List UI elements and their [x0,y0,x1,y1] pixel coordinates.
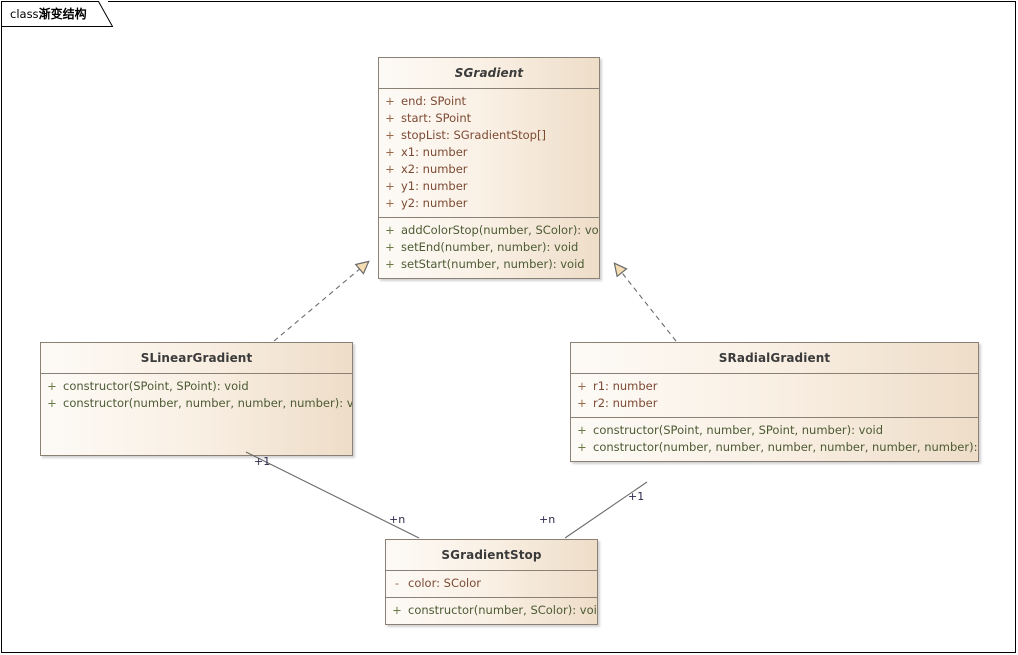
attribute-row: + y1: number [379,178,599,195]
attributes-compartment-sgradient: + end: SPoint + start: SPoint + stopList… [379,89,599,217]
attribute-row: - color: SColor [386,575,597,592]
attribute-text: y2: number [401,196,468,210]
method-text: constructor(number, number, number, numb… [63,396,353,410]
visibility-marker: + [385,128,395,142]
attribute-row: + x2: number [379,161,599,178]
edge-label-linear-many: +n [389,513,406,526]
visibility-marker: + [577,440,587,454]
visibility-marker: + [385,257,395,271]
methods-compartment-sradialgradient: + constructor(SPoint, number, SPoint, nu… [571,417,978,461]
attributes-compartment-sgradientstop: - color: SColor [386,571,597,597]
methods-compartment-slineargradient: + constructor(SPoint, SPoint): void + co… [41,374,352,455]
visibility-marker: + [385,162,395,176]
attribute-text: r2: number [593,396,658,410]
method-text: addColorStop(number, SColor): void [401,223,600,237]
method-text: constructor(number, SColor): void [408,603,598,617]
visibility-marker: + [392,603,402,617]
visibility-marker: + [385,94,395,108]
edge-label-radial-one: +1 [628,490,645,503]
method-row: + constructor(SPoint, number, SPoint, nu… [571,422,978,439]
method-row: + constructor(number, number, number, nu… [41,395,352,412]
methods-compartment-sgradient: + addColorStop(number, SColor): void + s… [379,217,599,278]
visibility-marker: + [385,196,395,210]
frame-title-keyword: class [10,7,39,21]
visibility-marker: + [385,179,395,193]
attribute-row: + r1: number [571,378,978,395]
attribute-text: stopList: SGradientStop[] [401,128,546,142]
edge-label-radial-many: +n [539,513,556,526]
class-title-slineargradient: SLinearGradient [41,343,352,374]
visibility-marker: + [577,379,587,393]
attribute-row: + stopList: SGradientStop[] [379,127,599,144]
frame-name-tab [1,1,113,27]
method-row: + addColorStop(number, SColor): void [379,222,599,239]
class-title-sgradientstop: SGradientStop [386,540,597,571]
class-box-slineargradient[interactable]: SLinearGradient + constructor(SPoint, SP… [40,342,353,456]
class-title-sradialgradient: SRadialGradient [571,343,978,374]
method-text: constructor(number, number, number, numb… [593,440,979,454]
attribute-row: + end: SPoint [379,93,599,110]
frame-title-name: 渐变结构 [38,7,87,21]
attribute-text: end: SPoint [401,94,467,108]
attribute-text: start: SPoint [401,111,472,125]
attribute-text: r1: number [593,379,658,393]
visibility-marker: + [577,423,587,437]
method-text: constructor(SPoint, number, SPoint, numb… [593,423,884,437]
attributes-compartment-sradialgradient: + r1: number + r2: number [571,374,978,417]
method-text: constructor(SPoint, SPoint): void [63,379,249,393]
attribute-row: + x1: number [379,144,599,161]
method-row: + setStart(number, number): void [379,256,599,273]
visibility-marker: + [385,240,395,254]
visibility-marker: + [385,223,395,237]
visibility-marker: + [385,111,395,125]
visibility-marker: + [385,145,395,159]
method-text: setStart(number, number): void [401,257,585,271]
method-text: setEnd(number, number): void [401,240,579,254]
edge-label-linear-one: +1 [254,455,271,468]
attribute-row: + r2: number [571,395,978,412]
attribute-row: + y2: number [379,195,599,212]
frame-title-text: class渐变结构 [10,5,87,22]
empty-compartment-space [41,412,352,450]
visibility-marker: + [47,379,57,393]
methods-compartment-sgradientstop: + constructor(number, SColor): void [386,597,597,624]
attribute-text: x2: number [401,162,468,176]
visibility-marker: + [47,396,57,410]
attribute-row: + start: SPoint [379,110,599,127]
visibility-marker: - [394,576,400,590]
class-box-sgradientstop[interactable]: SGradientStop - color: SColor + construc… [385,539,598,625]
method-row: + constructor(SPoint, SPoint): void [41,378,352,395]
class-box-sgradient[interactable]: SGradient + end: SPoint + start: SPoint … [378,57,600,279]
method-row: + constructor(number, number, number, nu… [571,439,978,456]
method-row: + setEnd(number, number): void [379,239,599,256]
visibility-marker: + [577,396,587,410]
class-box-sradialgradient[interactable]: SRadialGradient + r1: number + r2: numbe… [570,342,979,462]
attribute-text: color: SColor [408,576,481,590]
method-row: + constructor(number, SColor): void [386,602,597,619]
class-title-sgradient: SGradient [379,58,599,89]
attribute-text: x1: number [401,145,468,159]
attribute-text: y1: number [401,179,468,193]
